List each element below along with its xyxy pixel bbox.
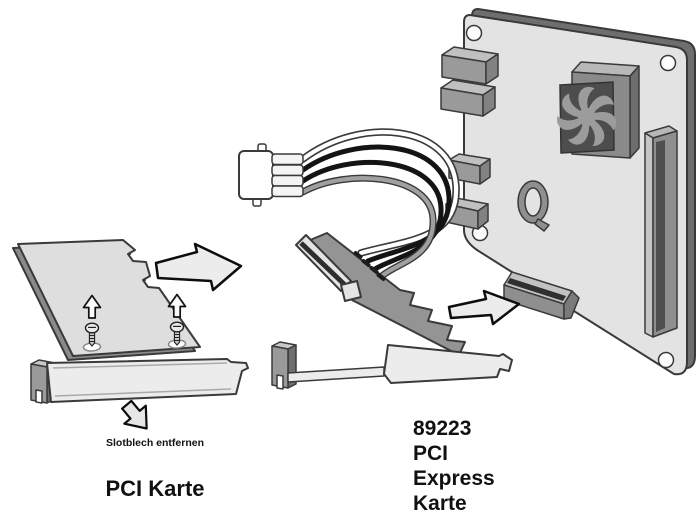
arrow-down-icon (121, 399, 148, 430)
edge-connector-block (295, 234, 362, 302)
screw (169, 321, 185, 346)
label-remove-slot-bracket: Slotblech entfernen (106, 437, 204, 449)
capacitor-ring (517, 180, 550, 232)
screw (84, 322, 100, 347)
molex-connector (238, 143, 304, 207)
expansion-slot-vertical (644, 125, 678, 338)
arrow-right-icon (447, 289, 521, 326)
mounting-hole (657, 351, 675, 369)
molex-pins (271, 153, 304, 198)
motherboard (440, 8, 696, 376)
label-product-line3: Express (413, 467, 495, 490)
fan-blades-icon (556, 86, 617, 147)
pci-card-face (17, 239, 201, 357)
label-product-number: 89223 (413, 417, 471, 440)
io-connector (440, 79, 496, 117)
bracket-body (383, 344, 513, 384)
mounting-hole (465, 24, 483, 42)
arrow-up-icon (82, 294, 102, 319)
bracket-arm (287, 366, 385, 383)
label-product-line2: PCI (413, 442, 448, 465)
wire-gray (300, 176, 436, 279)
bracket-body (46, 358, 249, 403)
label-product-block: 89223 PCI Express Karte (413, 417, 495, 515)
wire-black (300, 159, 444, 272)
io-connector (441, 46, 499, 85)
label-pci-card: PCI Karte (105, 476, 204, 501)
solder-stubs (353, 250, 386, 282)
power-cable (299, 128, 460, 280)
cpu-fan (556, 61, 640, 159)
pci-express-card (295, 232, 466, 356)
pcie-slot-bracket (271, 341, 513, 390)
pcie-x1-slot (503, 271, 580, 320)
pci-card (12, 239, 201, 361)
arrow-right-icon (154, 242, 243, 292)
wire-black (300, 144, 452, 264)
wire-white (300, 129, 459, 256)
pcie-card-plate (302, 232, 466, 356)
slot-bracket (30, 358, 249, 404)
arrow-up-icon (167, 293, 187, 318)
mounting-hole (659, 54, 677, 72)
label-product-line4: Karte (413, 492, 467, 515)
